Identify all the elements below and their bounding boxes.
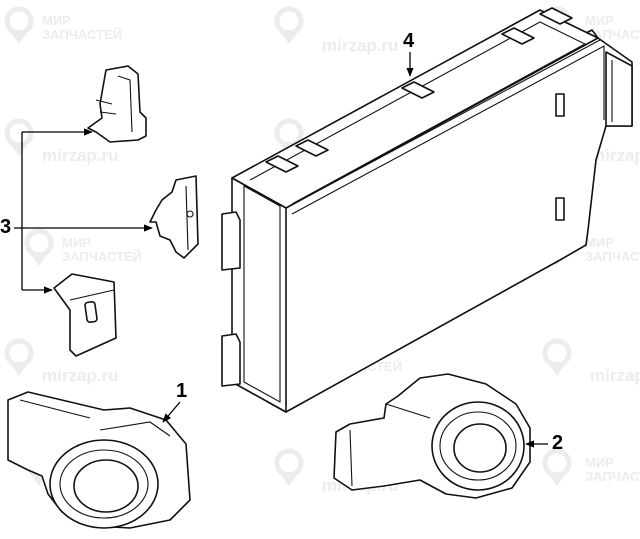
watermark-pin-icon bbox=[274, 6, 304, 44]
parking-sensor-part bbox=[7, 391, 191, 529]
watermark-pin-icon bbox=[24, 228, 54, 266]
callout-leaders bbox=[14, 52, 548, 448]
parking-sensor-part bbox=[333, 373, 531, 499]
callout-4: 4 bbox=[403, 30, 415, 52]
watermark-pin-icon bbox=[542, 338, 572, 376]
watermark-url: mirzap.ru bbox=[42, 366, 119, 385]
control-module-part bbox=[221, 7, 633, 413]
leader-1 bbox=[162, 401, 181, 423]
watermark-pin-icon bbox=[274, 448, 304, 486]
watermark-pin-icon bbox=[542, 448, 572, 486]
watermark-url: mirzap.ru bbox=[590, 146, 640, 165]
watermark-url: mirzap.ru bbox=[322, 36, 399, 55]
watermark-url: mirzap.ru bbox=[590, 366, 640, 385]
callout-1: 1 bbox=[176, 380, 188, 402]
bracket-clip-part bbox=[87, 65, 147, 143]
watermark-pin-icon bbox=[4, 6, 34, 44]
bracket-clip-part bbox=[149, 175, 199, 259]
callout-3: 3 bbox=[0, 216, 12, 238]
watermark-pin-icon bbox=[4, 338, 34, 376]
callout-2: 2 bbox=[552, 432, 564, 454]
watermark-url: mirzap.ru bbox=[42, 146, 119, 165]
bracket-clip-part bbox=[53, 273, 117, 357]
watermark-pin-icon bbox=[4, 118, 34, 156]
